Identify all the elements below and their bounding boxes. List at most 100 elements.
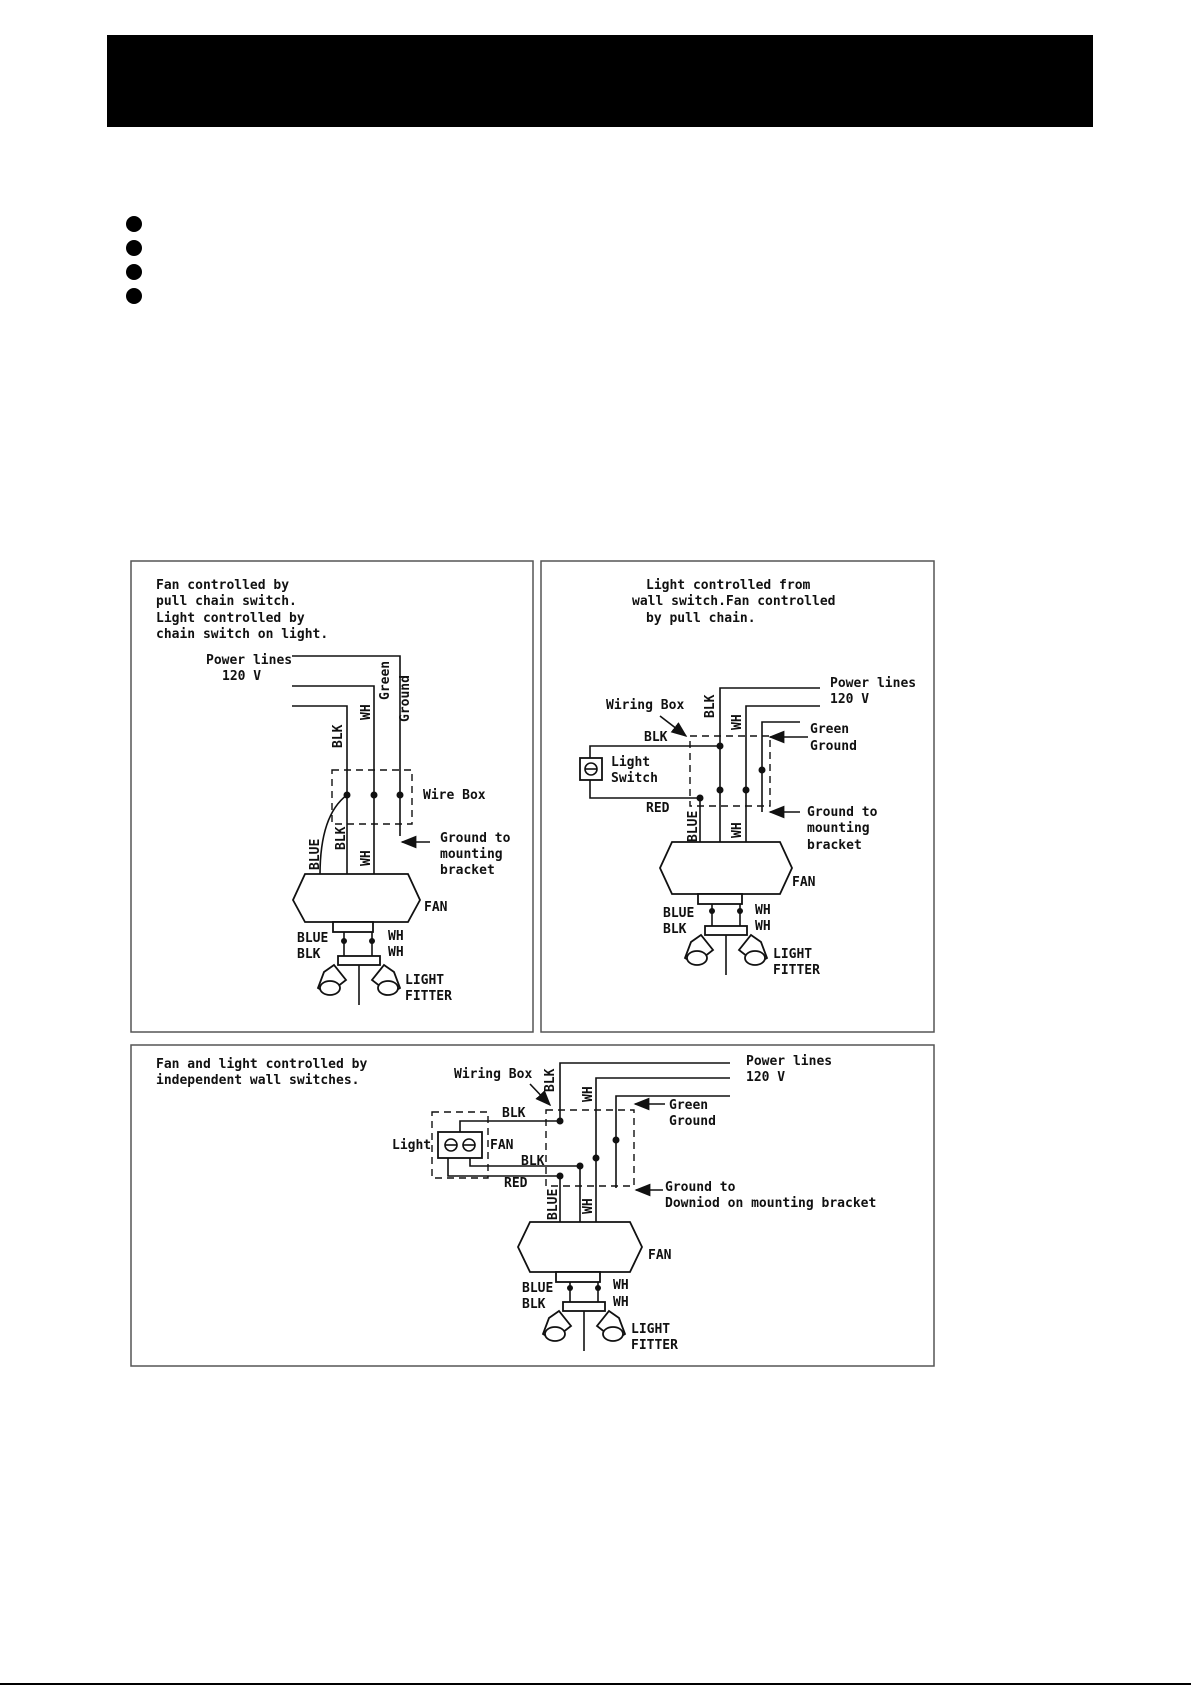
power-lines-label: Power lines (830, 676, 916, 691)
voltage-label: 120 V (746, 1070, 785, 1085)
junction-dot (396, 791, 404, 799)
panel1-caption-3: Light controlled by (156, 611, 305, 626)
light-blk-label: BLK (663, 922, 687, 937)
header-bar (107, 35, 1093, 127)
panel2-caption-1: Light controlled from (646, 578, 811, 593)
panel3-caption-1: Fan and light controlled by (156, 1057, 367, 1072)
junction-dot (696, 794, 704, 802)
bullet-dot (126, 240, 142, 256)
light-fitter-1: LIGHT (631, 1322, 670, 1337)
power-lines-label: Power lines (746, 1054, 832, 1069)
junction-dot (567, 1285, 573, 1291)
junction-dot (595, 1285, 601, 1291)
bottom-rule (0, 1683, 1191, 1685)
ground-to-1: Ground to (440, 831, 511, 846)
blk-1-label: BLK (502, 1106, 526, 1121)
light-wh-1: WH (388, 929, 404, 944)
light-fitter-icon (683, 925, 769, 975)
wiring-box-outline (689, 735, 771, 807)
green-ground-1: Green (669, 1098, 708, 1113)
light-fitter-2: FITTER (405, 989, 452, 1004)
red-wire (447, 1158, 561, 1222)
light-wh-1: WH (755, 903, 771, 918)
switch-housing (697, 893, 743, 905)
wiring-box-arrow (659, 715, 688, 737)
light-blue-label: BLUE (297, 931, 328, 946)
light-fitter-2: FITTER (773, 963, 820, 978)
light-fitter-2: FITTER (631, 1338, 678, 1353)
blue-label: BLUE (686, 811, 701, 842)
switch-feed-wire (459, 1120, 560, 1132)
junction-dot (556, 1117, 564, 1125)
ground-to-2: mounting (807, 821, 870, 836)
light-fitter-1: LIGHT (405, 973, 444, 988)
wire-box-label: Wire Box (423, 788, 486, 803)
green-ground-2: Ground (669, 1114, 716, 1129)
bullet-dot (126, 288, 142, 304)
light-blue-label: BLUE (522, 1281, 553, 1296)
fan-motor-housing (659, 841, 793, 895)
junction-dot (556, 1172, 564, 1180)
panel1-caption-1: Fan controlled by (156, 578, 289, 593)
junction-dot (758, 766, 766, 774)
light-fitter-1: LIGHT (773, 947, 812, 962)
blk-label: BLK (331, 724, 346, 748)
fan-motor-housing (517, 1221, 643, 1273)
white-wire (292, 685, 375, 900)
red-label: RED (504, 1176, 528, 1191)
ground-to-3: bracket (440, 863, 495, 878)
junction-dot (612, 1136, 620, 1144)
voltage-label: 120 V (830, 692, 869, 707)
ground-to-3: bracket (807, 838, 862, 853)
wiring-box-outline (545, 1109, 635, 1187)
switch-feed-wire (589, 745, 720, 758)
black-wire (559, 1062, 730, 1121)
bullet-list (126, 216, 142, 312)
light-switch-label: Light (392, 1138, 431, 1153)
light-wh-2: WH (755, 919, 771, 934)
junction-dot (709, 908, 715, 914)
wh-low-label: WH (730, 822, 745, 838)
fan-label: FAN (648, 1248, 672, 1263)
blue-label: BLUE (546, 1189, 561, 1220)
panel-wall-switch: Light controlled from wall switch.Fan co… (540, 560, 935, 1033)
panel1-caption-4: chain switch on light. (156, 627, 328, 642)
light-wh-1: WH (613, 1278, 629, 1293)
blk-label-lower: BLK (334, 826, 349, 850)
wh-label-lower: WH (359, 850, 374, 866)
ground-to-2: Downiod on mounting bracket (665, 1196, 876, 1211)
junction-dot (370, 791, 378, 799)
junction-dot (576, 1162, 584, 1170)
light-switch-1: Light (611, 755, 650, 770)
panel-frame (130, 560, 534, 1033)
ground-wire (292, 655, 401, 836)
wh-low-label: WH (581, 1198, 596, 1214)
ground-wire (615, 1095, 730, 1188)
wiring-box-arrow (529, 1083, 552, 1107)
panel1-caption-2: pull chain switch. (156, 594, 297, 609)
wiring-box-label: Wiring Box (606, 698, 684, 713)
green-ground-1: Green (810, 722, 849, 737)
voltage-label: 120 V (222, 669, 261, 684)
bullet-dot (126, 264, 142, 280)
junction-dot (341, 938, 347, 944)
light-fitter-icon (541, 1301, 627, 1351)
panel-frame (540, 560, 935, 1033)
wh-label: WH (730, 714, 745, 730)
panel-independent-switches: Fan and light controlled by independent … (130, 1044, 935, 1367)
light-wh-2: WH (388, 945, 404, 960)
light-switch-2: Switch (611, 771, 658, 786)
ground-wire (761, 721, 800, 812)
green-ground-2: Ground (810, 739, 857, 754)
ground-to-1: Ground to (665, 1180, 736, 1195)
junction-dot (716, 786, 724, 794)
fan-switch-wire (469, 1158, 581, 1222)
fan-switch-label: FAN (490, 1138, 514, 1153)
red-label: RED (646, 801, 670, 816)
fan-label: FAN (792, 875, 816, 890)
light-wh-2: WH (613, 1295, 629, 1310)
junction-dot (716, 742, 724, 750)
wire-box-outline (331, 769, 413, 825)
bullet-dot (126, 216, 142, 232)
panel-frame (130, 1044, 935, 1367)
